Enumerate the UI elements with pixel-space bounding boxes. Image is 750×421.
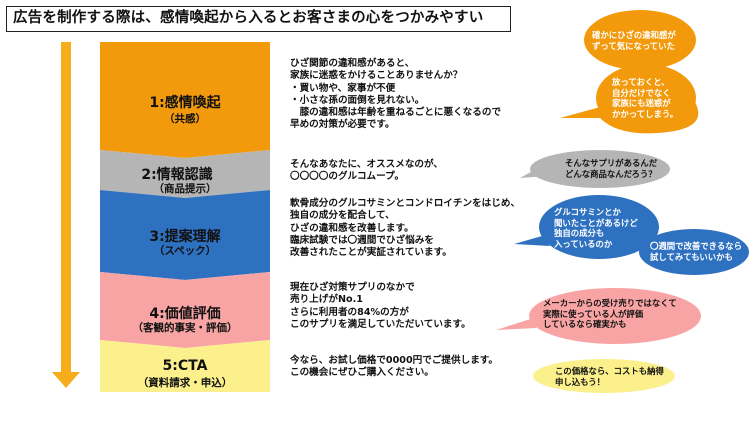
step-1-block xyxy=(100,42,270,158)
desc-line: 独自の成分を配合して、 xyxy=(290,210,395,222)
bubble-7-shape xyxy=(533,359,675,393)
step-4-title: 4:価値評価 xyxy=(149,306,221,322)
desc-line: ・小さな孫の面倒を見れない。 xyxy=(290,94,425,106)
step-5-description: 今なら、お試し価格で0000円でご提供します。 この機会にぜひご購入ください。 xyxy=(290,355,535,380)
desc-line: 軟骨成分のグルコサミンとコンドロイチンをはじめ、 xyxy=(290,198,521,209)
desc-line: さらに利用者の84%の方が xyxy=(290,306,409,318)
bubble-7-text: この価格なら、コストも納得 申し込もう！ xyxy=(555,366,664,387)
step-3-title: 3:提案理解 xyxy=(149,229,221,245)
desc-line: ひざの違和感を改善します。 xyxy=(290,222,414,234)
step-4-description: 現在ひざ対策サプリのなかで 売り上げがNo.1 さらに利用者の84%の方が この… xyxy=(290,282,535,331)
desc-line: 家族に迷惑をかけることありませんか？ xyxy=(290,70,463,82)
step-5-block xyxy=(100,340,270,392)
desc-line: 膝の違和感は年齢を重ねるごとに悪くなるので xyxy=(290,107,502,119)
page-title: 広告を制作する際は、感情喚起から入るとお客さまの心をつかみやすい xyxy=(6,6,511,32)
desc-line: 臨床試験では〇週間でひざ悩みを xyxy=(290,234,434,246)
step-5-subtitle: （資料請求・申込） xyxy=(137,377,233,389)
step-1-subtitle: （共感） xyxy=(164,113,206,125)
step-2-subtitle: （商品提示） xyxy=(153,183,217,195)
desc-line: 今なら、お試し価格で0000円でご提供します。 xyxy=(290,355,499,366)
flow-arrow-head xyxy=(52,372,80,388)
step-5-title: 5:CTA xyxy=(162,358,208,374)
desc-line: ・買い物や、家事が不便 xyxy=(290,82,396,94)
desc-line: 改善されたことが実証されています。 xyxy=(290,247,452,259)
step-2-block xyxy=(100,150,270,198)
bubble-6-shape xyxy=(496,316,540,330)
bubble-4-shape xyxy=(514,236,550,246)
bubble-3-text: そんなサプリがあるんだ どんな商品なんだろう？ xyxy=(565,158,658,179)
step-3-description: 軟骨成分のグルコサミンとコンドロイチンをはじめ、 独自の成分を配合して、 ひざの… xyxy=(290,198,535,259)
bubble-1-shape xyxy=(584,10,696,70)
desc-line: 早めの対策が必要です。 xyxy=(290,119,395,131)
bubble-2-text: 放っておくと、 自分だけでなく 家族にも迷惑が かかってしまう。 xyxy=(612,77,679,119)
bubble-1-text: 確かにひざの違和感が ずって気になっていた xyxy=(592,30,676,51)
desc-line: このサプリを満足していただいています。 xyxy=(290,318,471,330)
bubble-4-text: グルコサミンとか 聞いたことがあるけど 独自の成分も 入っているのか xyxy=(554,207,638,249)
step-1-title: 1:感情喚起 xyxy=(149,95,221,111)
step-1-description: ひざ関節の違和感があると、 家族に迷惑をかけることありませんか？ ・買い物や、家… xyxy=(290,58,535,132)
desc-line: 売り上げがNo.1 xyxy=(290,294,363,306)
step-3-subtitle: （スペック） xyxy=(153,245,217,257)
desc-line: 〇〇〇〇のグルコムープ。 xyxy=(290,171,405,183)
desc-line: ひざ関節の違和感があると、 xyxy=(290,58,415,69)
desc-line: 現在ひざ対策サプリのなかで xyxy=(290,282,415,293)
desc-line: この機会にぜひご購入ください。 xyxy=(290,367,434,379)
step-4-block xyxy=(100,272,270,348)
bubble-6-text: メーカーからの受け売りではなくて 実際に使っている人が評価 しているなら確実かも xyxy=(543,298,677,330)
bubble-5-text: 〇週間で改善できるなら 試してみてもいいかも xyxy=(650,241,742,262)
step-2-description: そんなあなたに、オススメなのが、 〇〇〇〇のグルコムープ。 xyxy=(290,159,535,184)
flow-arrow-shaft xyxy=(61,42,71,374)
step-2-title: 2:情報認識 xyxy=(141,167,213,183)
step-3-block xyxy=(100,190,270,280)
desc-line: そんなあなたに、オススメなのが、 xyxy=(290,159,444,170)
step-4-subtitle: （客観的事実・評価） xyxy=(132,322,238,334)
